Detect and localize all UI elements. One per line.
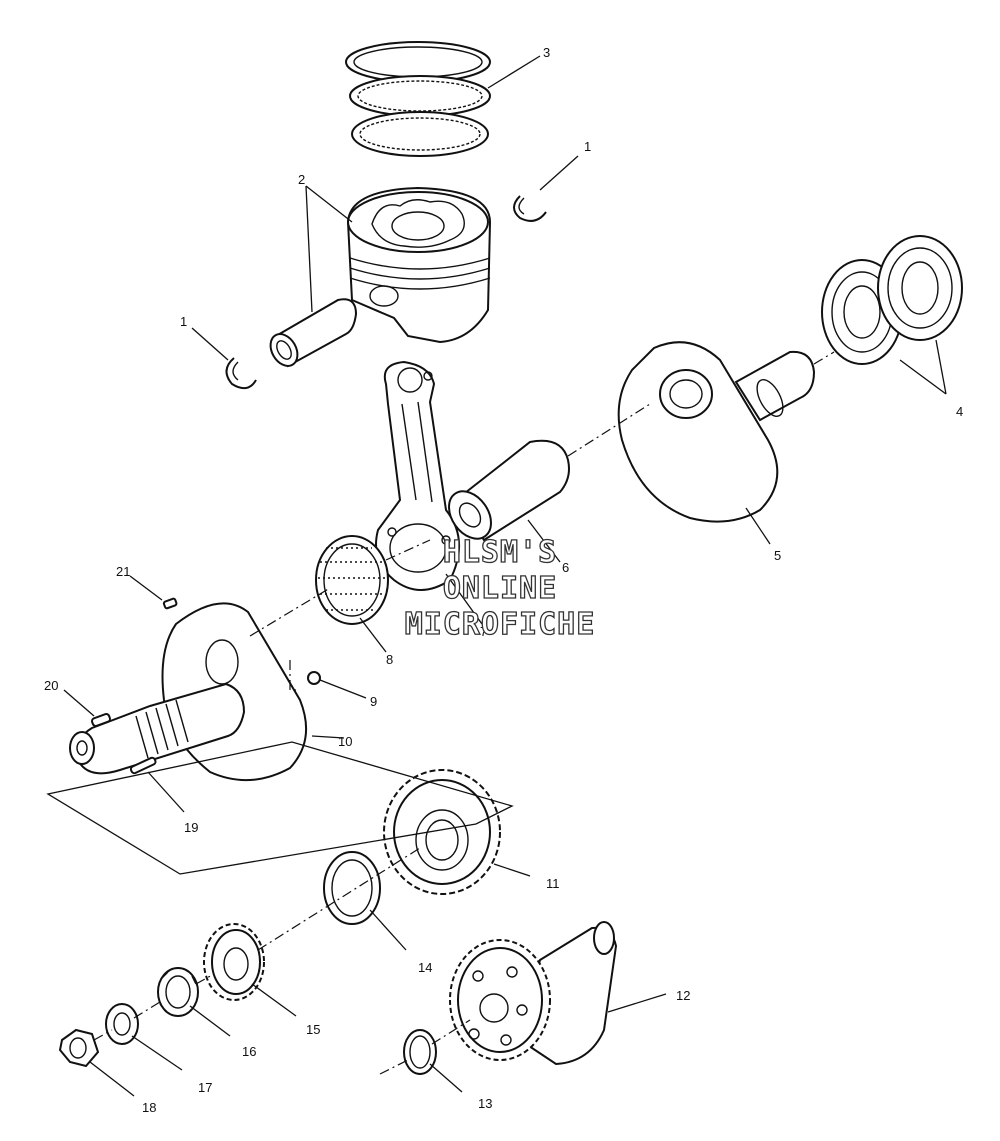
callout-2: 2 [298, 172, 305, 187]
drive-gear [203, 923, 265, 1001]
watermark-line-2: ONLINE [443, 571, 557, 606]
callout-16: 16 [242, 1044, 256, 1059]
assembly-group-outline [46, 741, 514, 875]
dowel-pin [129, 756, 157, 775]
callout-4: 4 [956, 404, 963, 419]
needle-bearing [315, 535, 389, 625]
callout-18: 18 [142, 1100, 156, 1115]
circlip-lower [225, 357, 257, 390]
woodruff-key-upper [162, 597, 178, 610]
callout-11: 11 [546, 876, 560, 891]
main-bearing-right [877, 235, 963, 341]
callout-17: 17 [198, 1080, 212, 1095]
callout-1-lower: 1 [180, 314, 187, 329]
piston [346, 186, 492, 344]
callout-1-upper: 1 [584, 139, 591, 154]
callout-19: 19 [184, 820, 198, 835]
piston-pin [269, 298, 358, 368]
steel-ball [307, 671, 321, 685]
callout-13: 13 [478, 1096, 492, 1111]
watermark-line-3: MICROFICHE [405, 607, 596, 642]
crank-pin [448, 439, 570, 542]
callout-15: 15 [306, 1022, 320, 1037]
callout-12: 12 [676, 988, 690, 1003]
callout-6: 6 [562, 560, 569, 575]
watermark: HLSM'S ONLINE MICROFICHE [404, 534, 596, 642]
hex-nut [58, 1028, 100, 1068]
watermark-line-1: HLSM'S [443, 535, 557, 570]
piston-rings [345, 41, 491, 157]
callout-10: 10 [338, 734, 352, 749]
callout-21: 21 [116, 564, 130, 579]
balancer-shaft [449, 921, 618, 1066]
callout-20: 20 [44, 678, 58, 693]
assembly-axes [93, 351, 835, 1075]
leader-lines [63, 55, 947, 1097]
callout-7: 7 [480, 624, 487, 639]
crank-gear [383, 769, 501, 895]
flat-washer [105, 1003, 139, 1045]
crankshaft-right-half [617, 341, 816, 523]
lock-nut [157, 967, 199, 1017]
callout-8: 8 [386, 652, 393, 667]
crankshaft-left-half [69, 602, 307, 781]
thrust-washer-large [323, 851, 381, 925]
callout-3: 3 [543, 45, 550, 60]
circlip-upper [513, 195, 547, 222]
callout-labels: 3 1 2 1 4 5 6 7 8 9 10 11 12 13 14 15 16… [44, 45, 963, 1115]
callout-5: 5 [774, 548, 781, 563]
woodruff-key-lower [91, 713, 111, 727]
washer-small [403, 1029, 437, 1075]
callout-9: 9 [370, 694, 377, 709]
callout-14: 14 [418, 960, 432, 975]
